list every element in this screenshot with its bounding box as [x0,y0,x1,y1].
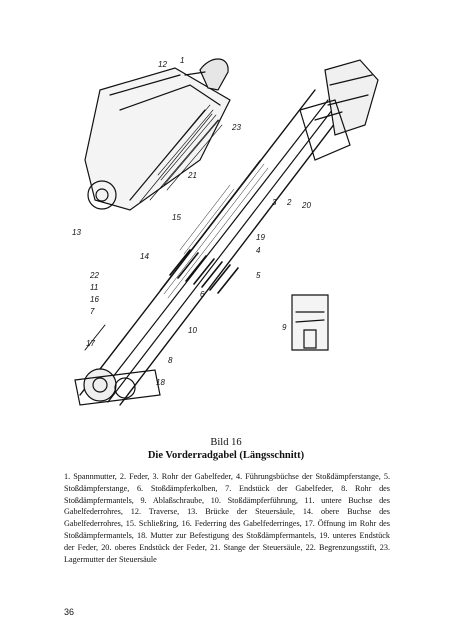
technical-drawing: 12 1 23 21 13 15 19 4 14 5 3 2 20 22 11 … [72,56,379,406]
callout-label: 14 [140,252,149,261]
callout-label: 4 [256,246,261,255]
page-number: 36 [64,607,75,617]
callout-label: 20 [301,201,311,210]
callout-label: 7 [90,307,95,316]
figure-number: Bild 16 [210,437,242,448]
callout-label: 6 [200,290,205,299]
figure-legend: 1. Spannmutter, 2. Feder, 3. Rohr der Ga… [64,472,390,564]
callout-label: 19 [256,233,265,242]
callout-label: 23 [231,123,241,132]
callout-label: 5 [256,271,261,280]
callout-label: 12 [158,60,167,69]
callout-label: 8 [168,356,173,365]
fork-cross-section-drawing: 12 1 23 21 13 15 19 4 14 5 3 2 20 22 11 … [60,50,390,430]
callout-label: 17 [86,339,95,348]
callout-label: 13 [72,228,81,237]
figure-title: Die Vorderradgabel (Längsschnitt) [147,450,305,461]
callout-label: 10 [188,326,197,335]
callout-label: 16 [90,295,99,304]
callout-label: 11 [90,283,98,292]
callout-label: 1 [180,56,184,65]
callout-label: 15 [172,213,181,222]
callout-label: 18 [156,378,165,387]
callout-label: 2 [286,198,292,207]
callout-label: 21 [187,171,197,180]
callout-label: 3 [272,198,277,207]
callout-label: 22 [89,271,99,280]
callout-label: 9 [282,323,287,332]
